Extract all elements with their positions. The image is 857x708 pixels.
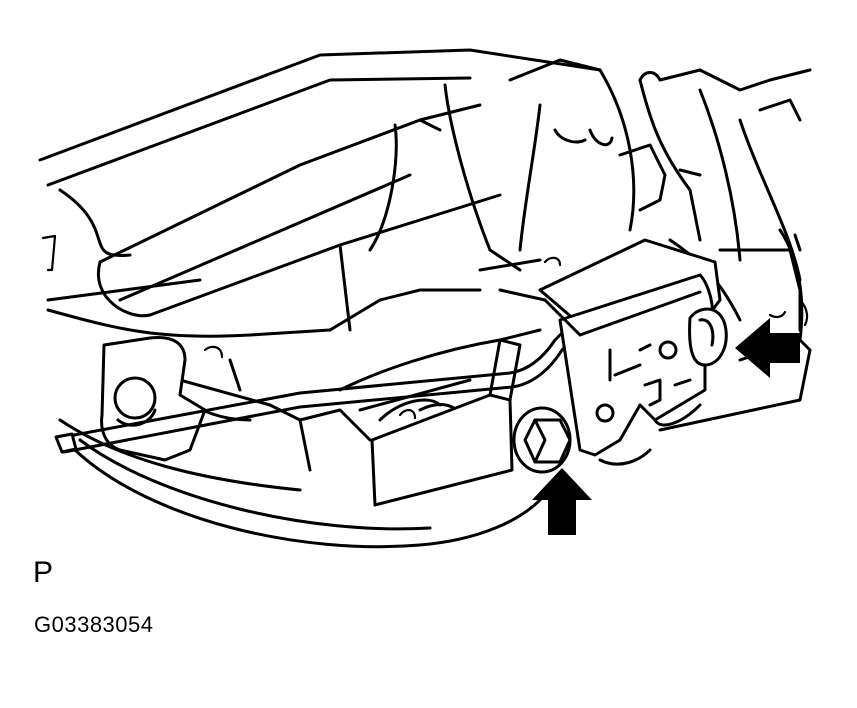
latch: [538, 238, 728, 457]
release-cable: [54, 318, 584, 454]
view-label: P: [33, 556, 54, 589]
arrow-up-icon: [532, 468, 592, 535]
arrow-left-icon: [735, 318, 800, 378]
bolt: [512, 406, 572, 474]
lower-bracket: [178, 328, 542, 507]
body-panel: [38, 48, 812, 432]
figure-code: G03383054: [34, 612, 154, 637]
